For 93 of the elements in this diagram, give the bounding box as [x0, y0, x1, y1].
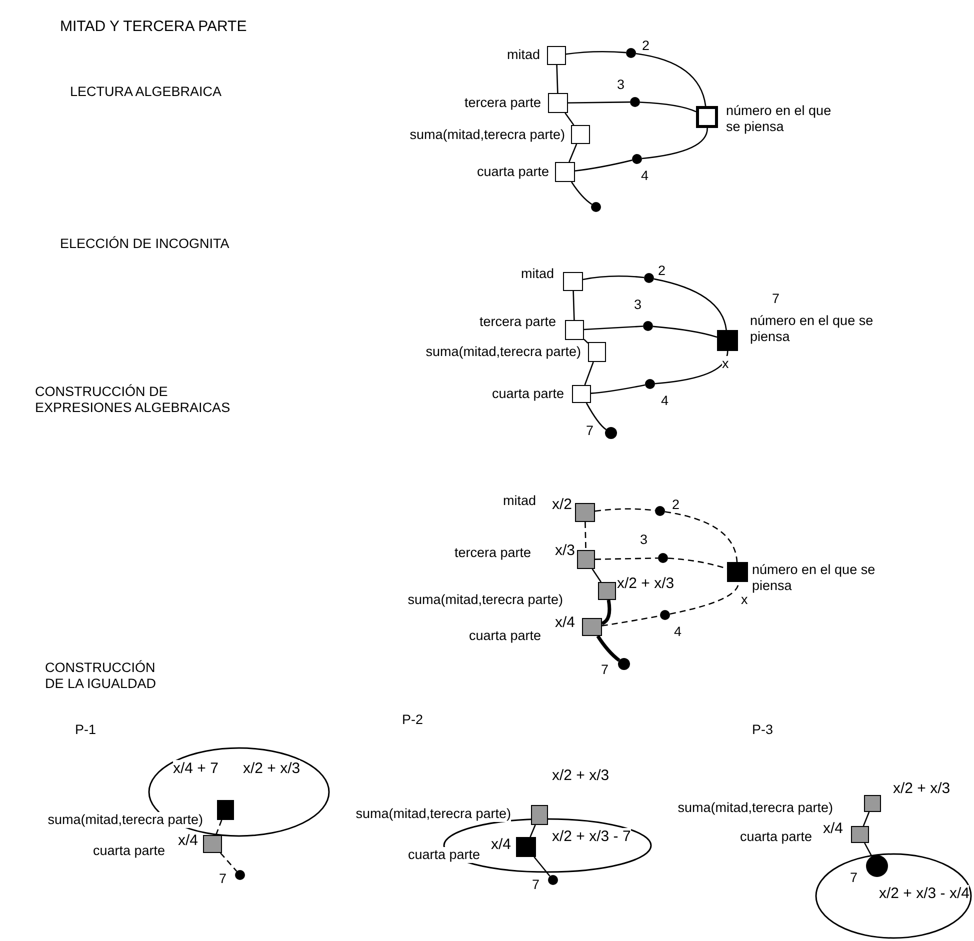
square-node — [563, 272, 583, 291]
section-heading: ELECCIÓN DE INCOGNITA — [60, 236, 230, 252]
connector-line — [568, 101, 630, 104]
square-node — [851, 826, 869, 843]
connector-line — [530, 824, 536, 838]
square-node — [575, 503, 595, 522]
connector-line — [215, 820, 222, 836]
node-label: tercera parte — [464, 95, 541, 111]
connector-line — [556, 64, 558, 94]
connector-line — [220, 852, 238, 872]
square-node — [582, 618, 602, 636]
connector-line — [642, 128, 708, 160]
connector-line — [586, 402, 606, 430]
diagram-title: MITAD Y TERCERA PARTE — [60, 18, 247, 36]
connector-line — [582, 276, 644, 280]
connector-line — [584, 362, 594, 386]
connector-line — [574, 160, 632, 172]
dot-node — [866, 855, 888, 877]
dot-node — [591, 202, 601, 212]
dot-node — [645, 379, 655, 389]
square-node — [203, 835, 222, 853]
connector-line — [584, 522, 586, 550]
dot-node — [658, 553, 668, 563]
ellipse-region — [815, 853, 972, 939]
square-node — [572, 385, 591, 403]
node-label: cuarta parte — [92, 843, 165, 859]
connector-line — [568, 144, 578, 162]
panel-label: P-1 — [75, 722, 96, 738]
square-node — [516, 837, 536, 857]
connector-line — [584, 338, 588, 344]
node-label: tercera parte — [454, 545, 531, 561]
square-node — [588, 342, 606, 362]
node-label: cuarta parte — [492, 386, 564, 402]
node-label: suma(mitad,terecra parte) — [356, 806, 511, 822]
connector-line — [534, 856, 550, 877]
node-label: tercera parte — [479, 314, 556, 330]
connector-line — [566, 50, 626, 55]
square-node — [565, 320, 584, 340]
connector-line — [564, 112, 574, 126]
node-label: suma(mitad,terecra parte) — [408, 592, 563, 608]
square-node — [547, 46, 566, 65]
dot-node — [235, 870, 245, 880]
node-label: cuarta parte — [408, 847, 480, 863]
dot-node — [630, 97, 640, 107]
connector-line — [594, 557, 658, 560]
square-node — [531, 805, 548, 825]
square-node — [555, 162, 575, 182]
node-label: cuarta parte — [476, 164, 549, 180]
square-node — [571, 125, 590, 144]
connector-line — [640, 102, 696, 112]
connector-line — [636, 53, 706, 106]
square-node — [696, 106, 718, 128]
connector-line — [652, 326, 718, 338]
section-heading: CONSTRUCCIÓN DE EXPRESIONES ALGEBRAICAS — [35, 384, 232, 416]
node-label: cuarta parte — [468, 628, 541, 644]
square-node — [217, 800, 234, 820]
node-label: suma(mitad,terecra parte) — [48, 812, 203, 828]
square-node — [577, 550, 595, 569]
connector-line — [584, 326, 644, 330]
section-heading: LECTURA ALGEBRAICA — [70, 84, 222, 100]
connector-line — [654, 350, 728, 384]
connector-line — [864, 842, 872, 857]
connector-line — [571, 182, 592, 205]
node-label: suma(mitad,terecra parte) — [678, 800, 833, 816]
square-node — [727, 562, 748, 582]
connector-line — [592, 568, 602, 582]
dot-node — [643, 321, 653, 331]
dot-node — [605, 427, 617, 439]
node-label: número en el que se piensa — [750, 313, 875, 344]
node-label: suma(mitad,terecra parte) — [410, 127, 565, 143]
node-label: cuarta parte — [740, 829, 812, 845]
dot-node — [655, 506, 665, 516]
panel-label: P-2 — [402, 712, 424, 728]
square-node — [864, 795, 881, 812]
square-node — [598, 582, 616, 600]
connector-line — [664, 511, 738, 562]
node-label: suma(mitad,terecra parte) — [426, 344, 581, 360]
section-heading: CONSTRUCCIÓN DE LA IGUALDAD — [45, 660, 158, 692]
panel-label: P-3 — [752, 722, 774, 738]
dot-node — [632, 154, 642, 164]
dot-node — [644, 273, 654, 283]
dot-node — [618, 658, 630, 670]
connector-line — [572, 290, 575, 320]
dot-node — [660, 610, 670, 620]
connector-line — [590, 384, 646, 394]
connector-line — [862, 812, 870, 826]
connector-line — [596, 635, 620, 662]
square-node — [548, 93, 568, 113]
square-node — [717, 330, 738, 351]
connector-line — [654, 278, 727, 330]
connector-line — [601, 600, 612, 626]
dot-node — [548, 875, 558, 885]
dot-node — [626, 48, 636, 58]
